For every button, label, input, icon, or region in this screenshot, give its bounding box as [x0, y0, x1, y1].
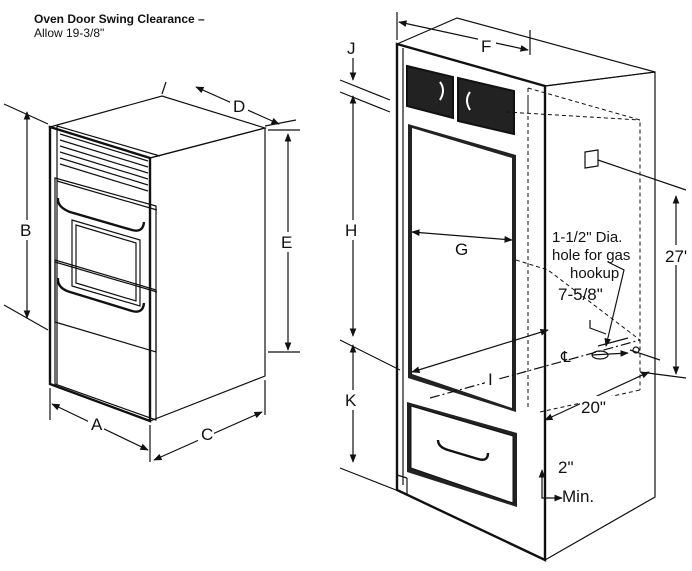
clearance-title: Oven Door Swing Clearance – — [34, 12, 205, 26]
cabinet-drawing: ℄ F J H K — [339, 12, 692, 562]
dim-label-offset: 7-5/8" — [558, 285, 603, 304]
dim-label-h: H — [345, 221, 357, 240]
dim-label-a: A — [91, 415, 103, 434]
gas-note-line2: hole for gas — [552, 247, 630, 264]
dim-label-j: J — [347, 39, 356, 58]
dim-label-k: K — [345, 391, 357, 410]
dim-label-20: 20" — [581, 398, 606, 417]
upper-door-left — [406, 64, 454, 120]
clearance-value: Allow 19-3/8" — [34, 26, 105, 40]
centerline-label: ℄ — [560, 349, 571, 366]
dim-label-d: D — [233, 97, 245, 116]
dim-label-min: Min. — [562, 487, 594, 506]
dim-label-min-2: 2" — [558, 458, 574, 477]
gas-note-line1: 1-1/2" Dia. — [552, 229, 622, 246]
dim-label-e: E — [281, 233, 292, 252]
vent-slots — [59, 133, 149, 192]
upper-door-right — [457, 76, 515, 136]
gas-hole-note: 1-1/2" Dia. hole for gas hookup — [552, 229, 630, 282]
dim-label-b: B — [20, 221, 31, 240]
dim-label-g: G — [455, 240, 468, 259]
dim-label-f: F — [481, 37, 491, 56]
dim-label-c: C — [201, 425, 213, 444]
gas-note-line3: hookup — [570, 265, 619, 282]
oven-drawing: A C B D E — [3, 81, 300, 462]
dim-label-27: 27' — [665, 247, 687, 266]
dim-label-i: I — [488, 370, 493, 389]
